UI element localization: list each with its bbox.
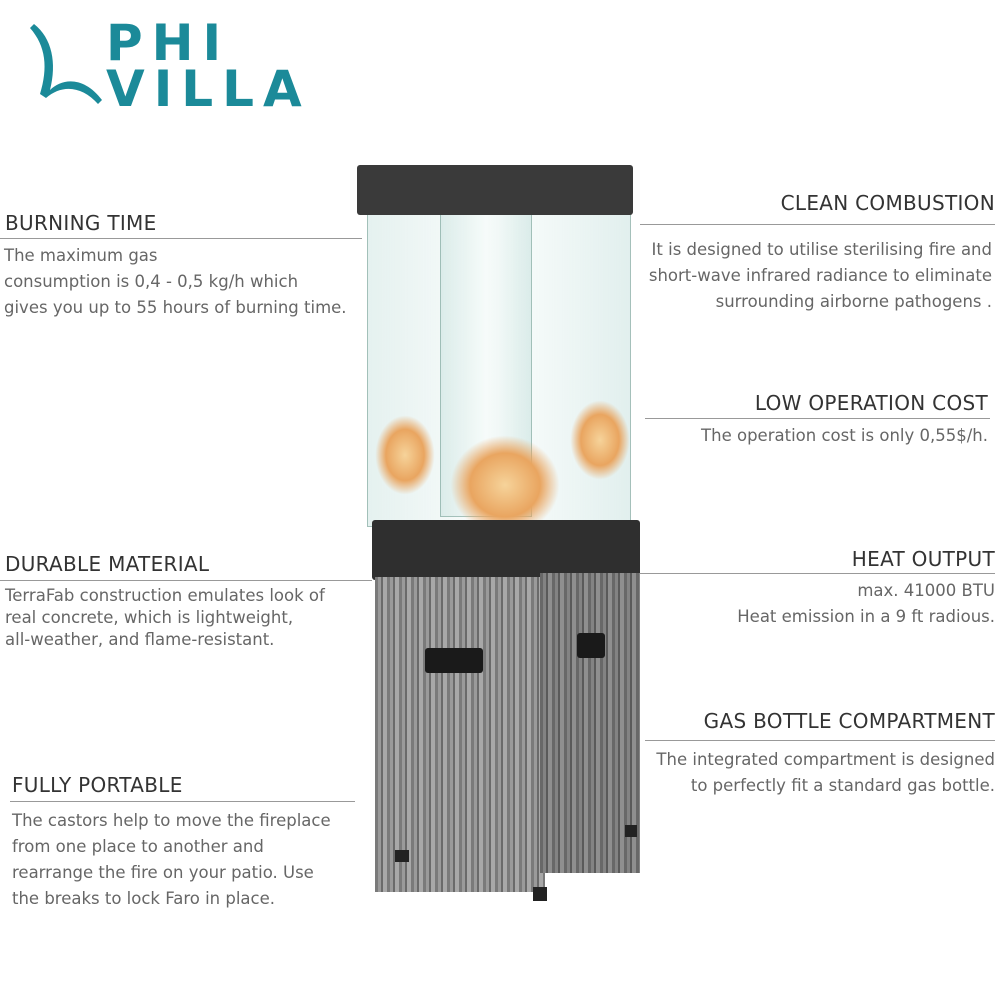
- text-line: The operation cost is only 0,55$/h.: [701, 426, 988, 445]
- divider: [0, 580, 372, 581]
- text-line: TerraFab construction emulates look of: [5, 586, 325, 605]
- phi-swoosh-icon: [30, 24, 102, 104]
- gas-bottle-compartment-title: GAS BOTTLE COMPARTMENT: [703, 709, 995, 733]
- brand-logo: PHI VILLA: [12, 14, 302, 114]
- clean-combustion-text: It is designed to utilise sterilising fi…: [649, 237, 992, 315]
- divider: [10, 801, 355, 802]
- text-line: gives you up to 55 hours of burning time…: [4, 298, 347, 317]
- fully-portable-text: The castors help to move the fireplace f…: [12, 808, 331, 912]
- low-operation-cost-title: LOW OPERATION COST: [754, 391, 988, 415]
- text-line: surrounding airborne pathogens .: [715, 292, 992, 311]
- text-line: to perfectly fit a standard gas bottle.: [690, 776, 995, 795]
- divider: [645, 418, 990, 419]
- divider: [0, 238, 362, 239]
- divider: [640, 224, 995, 225]
- brand-line-1: PHI: [106, 14, 231, 72]
- burning-time-title: BURNING TIME: [5, 211, 157, 235]
- brand-line-2: VILLA: [106, 60, 311, 118]
- text-line: The maximum gas: [4, 246, 158, 265]
- burning-time-text: The maximum gas consumption is 0,4 - 0,5…: [4, 243, 347, 321]
- text-line: from one place to another and: [12, 837, 264, 856]
- low-operation-cost-text: The operation cost is only 0,55$/h.: [701, 423, 988, 449]
- text-line: the breaks to lock Faro in place.: [12, 889, 276, 908]
- text-line: Heat emission in a 9 ft radious.: [737, 607, 995, 626]
- durable-material-text: TerraFab construction emulates look of r…: [5, 585, 325, 651]
- text-line: It is designed to utilise sterilising fi…: [651, 240, 992, 259]
- clean-combustion-title: CLEAN COMBUSTION: [780, 191, 995, 215]
- text-line: short-wave infrared radiance to eliminat…: [648, 266, 992, 285]
- fully-portable-title: FULLY PORTABLE: [12, 773, 183, 797]
- gas-bottle-compartment-text: The integrated compartment is designed t…: [656, 747, 995, 799]
- text-line: The castors help to move the fireplace: [12, 811, 331, 830]
- divider: [640, 573, 995, 574]
- text-line: rearrange the fire on your patio. Use: [12, 863, 314, 882]
- text-line: The integrated compartment is designed: [656, 750, 995, 769]
- text-line: max. 41000 BTU: [857, 581, 995, 600]
- text-line: consumption is 0,4 - 0,5 kg/h which: [4, 272, 299, 291]
- divider: [645, 740, 995, 741]
- patio-heater-image: [355, 165, 645, 905]
- text-line: all-weather, and flame-resistant.: [5, 630, 275, 649]
- heat-output-title: HEAT OUTPUT: [851, 547, 995, 571]
- heat-output-text: max. 41000 BTU Heat emission in a 9 ft r…: [737, 578, 995, 630]
- text-line: real concrete, which is lightweight,: [5, 608, 294, 627]
- durable-material-title: DURABLE MATERIAL: [5, 552, 210, 576]
